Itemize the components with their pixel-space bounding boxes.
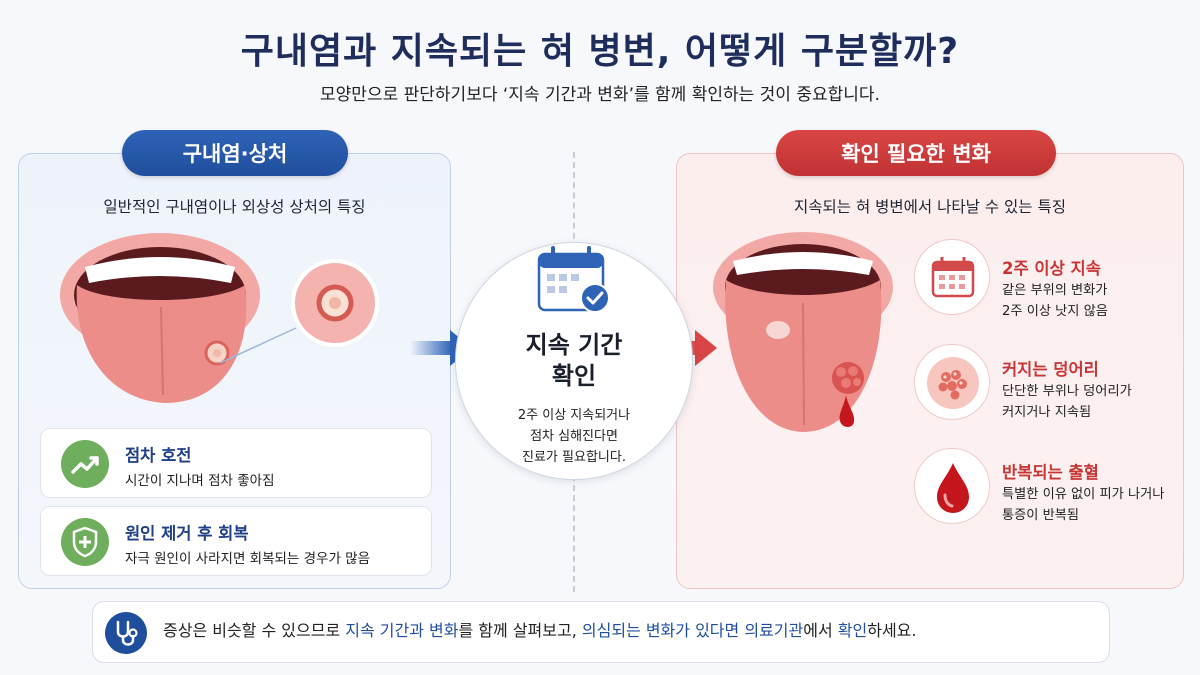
item-desc-line2: 커지거나 지속됨 <box>1002 405 1092 420</box>
tongue-lesion-illustration <box>713 232 893 432</box>
center-body-line1: 2주 이상 지속되거나 <box>517 408 631 423</box>
card-desc: 자극 원인이 사라지면 회복되는 경우가 많음 <box>125 551 371 567</box>
center-title-line1: 지속 기간 <box>525 331 623 359</box>
center-body-line2: 점차 심해진다면 <box>530 429 618 444</box>
footer-part: 를 함께 살펴보고, <box>458 621 582 640</box>
footer-highlight: 의심되는 변화가 있다면 <box>581 621 740 640</box>
card-desc: 시간이 지나며 점차 좋아짐 <box>125 473 275 489</box>
left-caption: 일반적인 구내염이나 외상성 상처의 특징 <box>103 198 366 216</box>
card-title: 원인 제거 후 회복 <box>125 524 249 543</box>
center-body-line3: 진료가 필요합니다. <box>522 450 626 465</box>
card-title: 점차 호전 <box>125 446 192 465</box>
footer-part: 증상은 비슷할 수 있으므로 <box>163 621 346 640</box>
footer-text: 증상은 비슷할 수 있으므로 지속 기간과 변화를 함께 살펴보고, 의심되는 … <box>163 602 916 660</box>
right-badge: 확인 필요한 변화 <box>776 130 1056 176</box>
mouth-ulcer-illustration <box>60 233 260 403</box>
item-title: 2주 이상 지속 <box>1002 259 1101 278</box>
footer-highlight: 확인 <box>837 621 868 640</box>
footer-note: 증상은 비슷할 수 있으므로 지속 기간과 변화를 함께 살펴보고, 의심되는 … <box>92 601 1110 663</box>
calendar-icon <box>914 239 990 315</box>
stethoscope-icon <box>105 612 147 654</box>
center-title-line2: 확인 <box>551 362 597 390</box>
left-badge: 구내염·상처 <box>122 130 348 176</box>
right-caption: 지속되는 혀 병변에서 나타날 수 있는 특징 <box>794 198 1066 216</box>
item-title: 커지는 덩어리 <box>1002 360 1099 379</box>
footer-highlight: 지속 기간과 변화 <box>345 621 459 640</box>
page-subtitle: 모양만으로 판단하기보다 ‘지속 기간과 변화’를 함께 확인하는 것이 중요합… <box>320 85 880 105</box>
footer-part: 하세요. <box>867 621 917 640</box>
item-desc-line1: 같은 부위의 변화가 <box>1002 283 1108 298</box>
item-title: 반복되는 출혈 <box>1002 463 1099 482</box>
blood-drop-icon <box>914 448 990 524</box>
left-card-recovery: 원인 제거 후 회복 자극 원인이 사라지면 회복되는 경우가 많음 <box>40 506 432 576</box>
lump-icon <box>914 344 990 420</box>
page-title: 구내염과 지속되는 혀 병변, 어떻게 구분할까? <box>240 31 960 72</box>
item-desc-line1: 단단한 부위나 덩어리가 <box>1002 384 1132 399</box>
item-desc-line2: 2주 이상 낫지 않음 <box>1002 304 1108 319</box>
calendar-check-icon <box>537 246 610 313</box>
shield-plus-icon <box>61 518 109 566</box>
footer-highlight: 의료기관 <box>744 621 804 640</box>
left-card-improving: 점차 호전 시간이 지나며 점차 좋아짐 <box>40 428 432 498</box>
ulcer-zoom-icon <box>219 259 379 364</box>
footer-part: 에서 <box>803 621 838 640</box>
trend-up-icon <box>61 440 109 488</box>
item-desc-line2: 통증이 반복됨 <box>1002 508 1079 523</box>
item-desc-line1: 특별한 이유 없이 피가 나거나 <box>1002 487 1165 502</box>
